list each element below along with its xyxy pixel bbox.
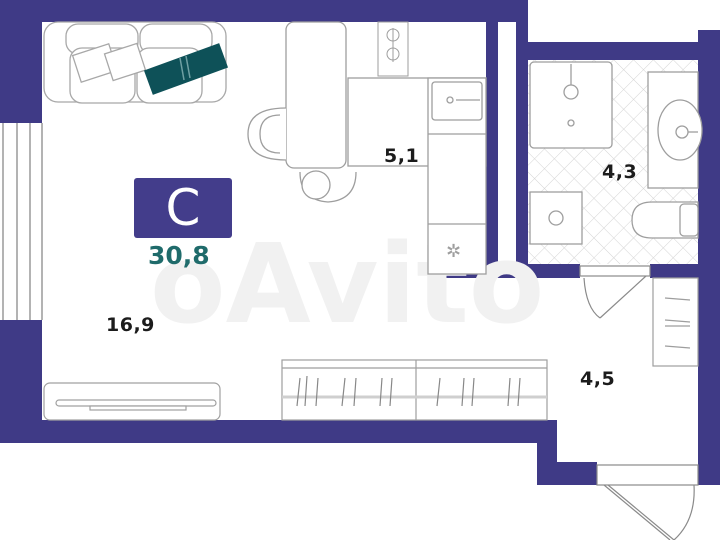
room-area-kitchen: 5,1 [384,145,420,167]
wall-kitchen-bottom [428,274,528,278]
sink-icon [647,71,703,189]
wall-right [698,30,720,485]
wardrobe-icon [281,359,548,421]
tv-stand-icon [43,382,221,421]
wall-bath-bottom [516,264,580,278]
wall-kitchen-bath-divider [486,0,498,278]
room-area-living: 16,9 [106,314,155,336]
wall-top [0,0,527,22]
shower-icon [529,61,613,149]
blanket-icon [143,43,229,95]
room-area-bathroom: 4,3 [602,161,638,183]
hallway-shelf [652,277,699,367]
wall-entry-left [537,462,597,485]
window-left [2,123,43,320]
total-area: 30,8 [148,241,210,270]
wall-bath-bottom-right [650,264,720,278]
wall-bath-top [516,42,668,60]
washing-machine-icon [529,191,583,245]
kitchen-counter: ✲ [347,77,487,275]
toilet-icon [631,201,699,239]
room-area-hallway: 4,5 [580,368,616,390]
dining-table-icon [247,21,357,203]
wall-bottom [0,420,557,443]
bathroom-door [579,265,651,319]
wall-left-upper [0,0,42,123]
apartment-type-badge: С [134,178,232,238]
svg-text:✲: ✲ [446,241,461,261]
wall-kitchen-bath-divider-2 [516,0,528,278]
stove-icon [377,21,409,77]
apartment-type-label: С [165,179,201,237]
entrance-door [596,464,699,540]
